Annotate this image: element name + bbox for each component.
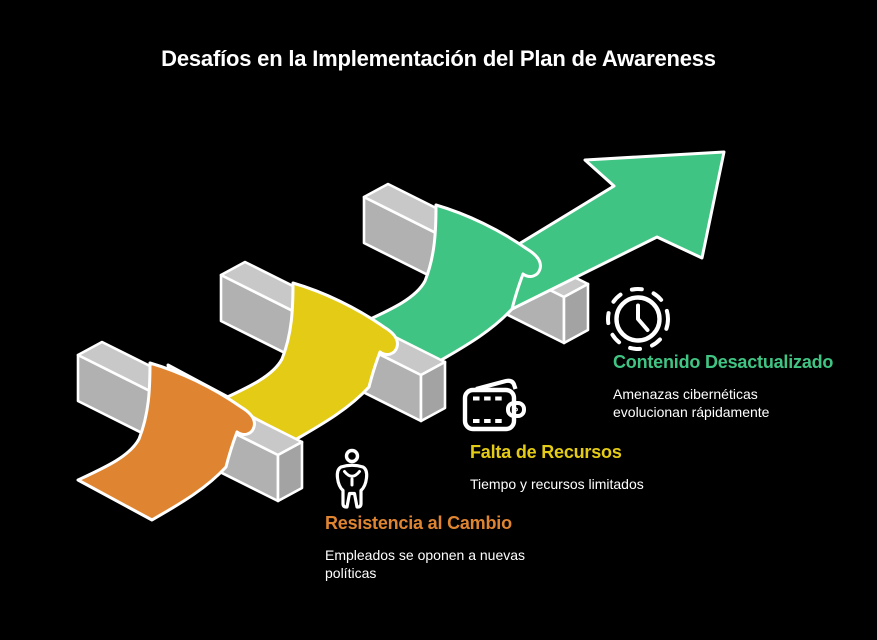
- challenge-recursos-description: Tiempo y recursos limitados: [470, 475, 644, 492]
- challenge-resistencia-label: Resistencia al Cambio: [325, 513, 512, 533]
- ribbon-yellow: [219, 281, 399, 442]
- person-icon: [335, 448, 369, 509]
- challenge-resistencia-description: Empleados se oponen a nuevas políticas: [325, 546, 526, 582]
- challenge-resistencia-block: Resistencia al Cambio Empleados se opone…: [325, 513, 537, 583]
- challenge-recursos-label: Falta de Recursos: [470, 442, 622, 462]
- ribbon-orange: [76, 361, 256, 522]
- challenge-contenido-label: Contenido Desactualizado: [613, 352, 834, 372]
- challenge-recursos-block: Falta de Recursos Tiempo y recursos limi…: [470, 442, 695, 493]
- challenge-contenido-description: Amenazas cibernéticas evolucionan rápida…: [613, 385, 770, 421]
- challenge-contenido-block: Contenido Desactualizado Amenazas cibern…: [613, 352, 834, 422]
- clock-icon: [606, 287, 670, 351]
- wallet-icon: [462, 378, 526, 432]
- ribbon-green: [362, 203, 542, 364]
- page-title: Desafíos en la Implementación del Plan d…: [161, 46, 716, 71]
